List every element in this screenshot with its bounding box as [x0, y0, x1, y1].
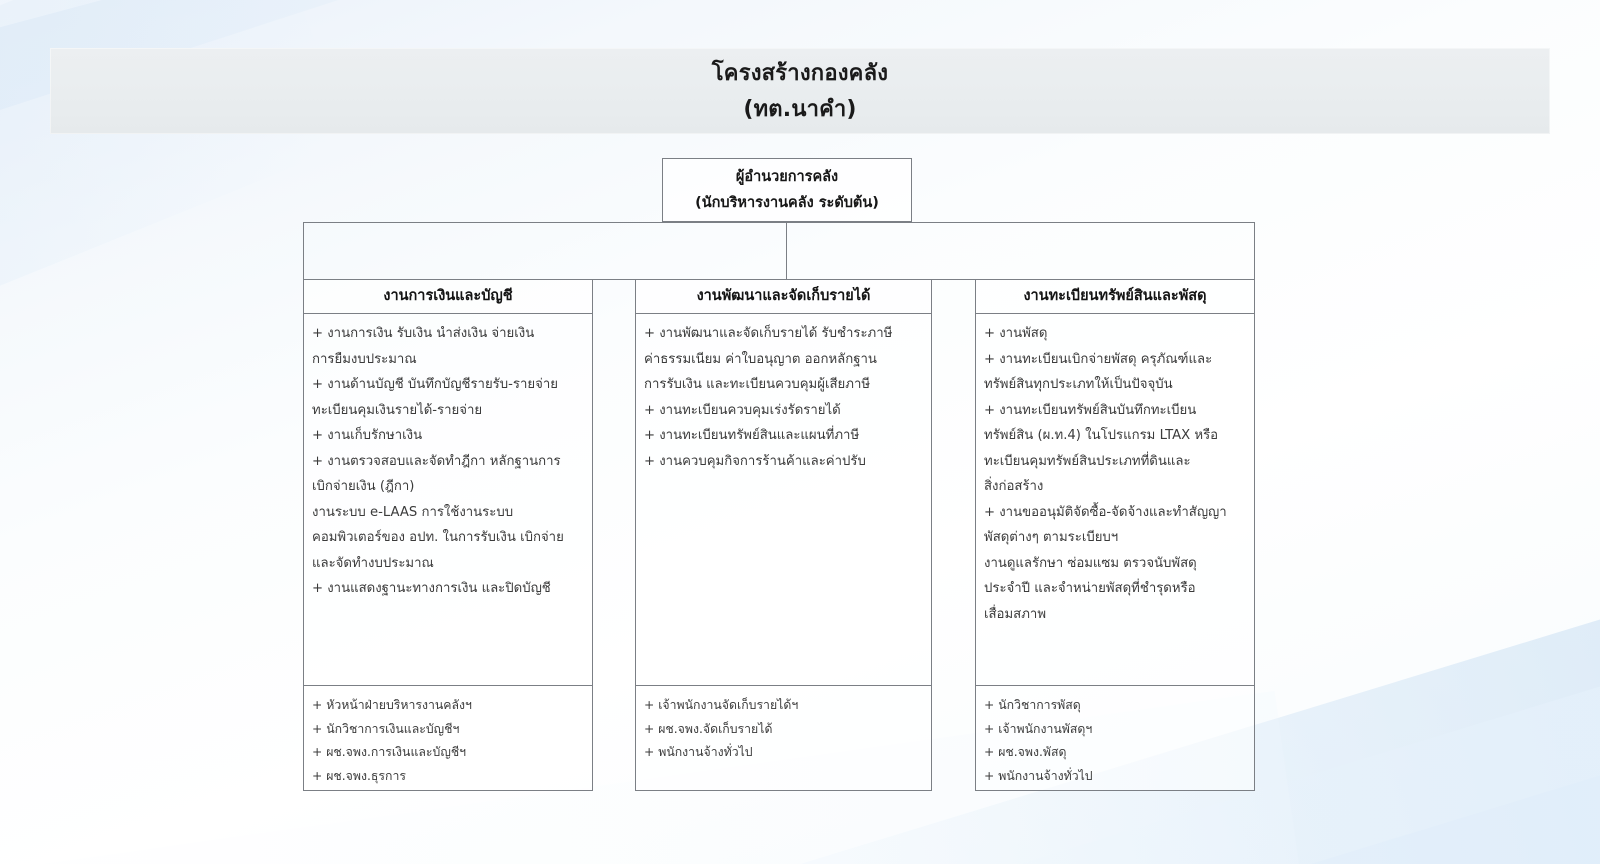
division-node-asset-registry-supplies[interactable]: งานทะเบียนทรัพย์สินและพัสดุ + งานพัสดุ+ …	[975, 279, 1255, 791]
director-subtitle: (นักบริหารงานคลัง ระดับต้น)	[695, 195, 879, 211]
division-node-revenue-development[interactable]: งานพัฒนาและจัดเก็บรายได้ + งานพัฒนาและจั…	[635, 279, 932, 791]
duty-item: + งานทะเบียนเบิกจ่ายพัสดุ ครุภัณฑ์และ ทร…	[984, 351, 1213, 393]
division-duties: + งานพัฒนาและจัดเก็บรายได้ รับชำระภาษี ค…	[636, 314, 931, 685]
duty-item: + งานขออนุมัติจัดซื้อ-จัดจ้างและทำสัญญา …	[984, 504, 1227, 546]
duty-item: งานดูแลรักษา ซ่อมแซม ตรวจนับพัสดุ ประจำป…	[984, 555, 1197, 622]
staff-item: + ผช.จพง.ธุรการ	[312, 768, 406, 783]
duty-item: + งานแสดงฐานะทางการเงิน และปิดบัญชี	[312, 581, 551, 596]
duty-item: + งานเก็บรักษาเงิน	[312, 428, 423, 443]
division-title: งานทะเบียนทรัพย์สินและพัสดุ	[976, 280, 1254, 314]
staff-item: + เจ้าพนักงานจัดเก็บรายได้ฯ	[644, 698, 799, 712]
duty-item: + งานด้านบัญชี บันทึกบัญชีรายรับ-รายจ่าย…	[312, 377, 558, 418]
duty-item: + งานพัฒนาและจัดเก็บรายได้ รับชำระภาษี ค…	[644, 326, 893, 392]
staff-item: + เจ้าพนักงานพัสดุฯ	[984, 721, 1093, 736]
staff-item: + ผช.จพง.จัดเก็บรายได้	[644, 721, 773, 736]
title-line-primary: โครงสร้างกองคลัง	[711, 61, 889, 86]
duty-item: + งานตรวจสอบและจัดทำฎีกา หลักฐานการ เบิก…	[312, 453, 561, 495]
division-duties: + งานพัสดุ + งานทะเบียนเบิกจ่ายพัสดุ ครุภ…	[976, 314, 1254, 685]
division-staff: + หัวหน้าฝ่ายบริหารงานคลังฯ + นักวิชาการเ…	[304, 685, 592, 790]
staff-item: + นักวิชาการเงินและบัญชีฯ	[312, 721, 460, 736]
division-title: งานพัฒนาและจัดเก็บรายได้	[636, 280, 931, 314]
division-duties: + งานการเงิน รับเงิน นำส่งเงิน จ่ายเงิน …	[304, 314, 592, 685]
duty-item: + งานทะเบียนทรัพย์สินบันทึกทะเบียน ทรัพย…	[984, 402, 1219, 495]
duty-item: + งานควบคุมกิจการร้านค้าและค่าปรับ	[644, 453, 866, 469]
duty-item: + งานพัสดุ	[984, 326, 1048, 341]
title-band: โครงสร้างกองคลัง (ทต.นาคำ)	[50, 48, 1550, 134]
staff-item: + พนักงานจ้างทั่วไป	[644, 745, 753, 759]
staff-item: + หัวหน้าฝ่ายบริหารงานคลังฯ	[312, 698, 472, 712]
director-title: ผู้อำนวยการคลัง	[735, 169, 839, 185]
connector-director-vertical	[786, 222, 787, 280]
division-staff: + เจ้าพนักงานจัดเก็บรายได้ฯ + ผช.จพง.จัดเ…	[636, 685, 931, 790]
staff-item: + ผช.จพง.การเงินและบัญชีฯ	[312, 745, 467, 759]
connector-frame	[303, 222, 1255, 280]
duty-item: + งานทะเบียนควบคุมเร่งรัดรายได้	[644, 402, 841, 418]
staff-item: + นักวิชาการพัสดุ	[984, 698, 1081, 712]
duty-item: + งานการเงิน รับเงิน นำส่งเงิน จ่ายเงิน …	[312, 326, 535, 367]
page-title: โครงสร้างกองคลัง (ทต.นาคำ)	[50, 48, 1550, 128]
duty-item: งานระบบ e-LAAS การใช้งานระบบ คอมพิวเตอร์…	[312, 504, 564, 571]
duty-item: + งานทะเบียนทรัพย์สินและแผนที่ภาษี	[644, 428, 860, 443]
division-title: งานการเงินและบัญชี	[304, 280, 592, 314]
title-line-secondary: (ทต.นาคำ)	[743, 97, 857, 122]
director-node[interactable]: ผู้อำนวยการคลัง (นักบริหารงานคลัง ระดับต…	[662, 158, 912, 222]
staff-item: + ผช.จพง.พัสดุ	[984, 745, 1067, 759]
division-node-finance-accounting[interactable]: งานการเงินและบัญชี + งานการเงิน รับเงิน …	[303, 279, 593, 791]
division-staff: + นักวิชาการพัสดุ + เจ้าพนักงานพัสดุฯ + ผช…	[976, 685, 1254, 790]
staff-item: + พนักงานจ้างทั่วไป	[984, 768, 1093, 783]
